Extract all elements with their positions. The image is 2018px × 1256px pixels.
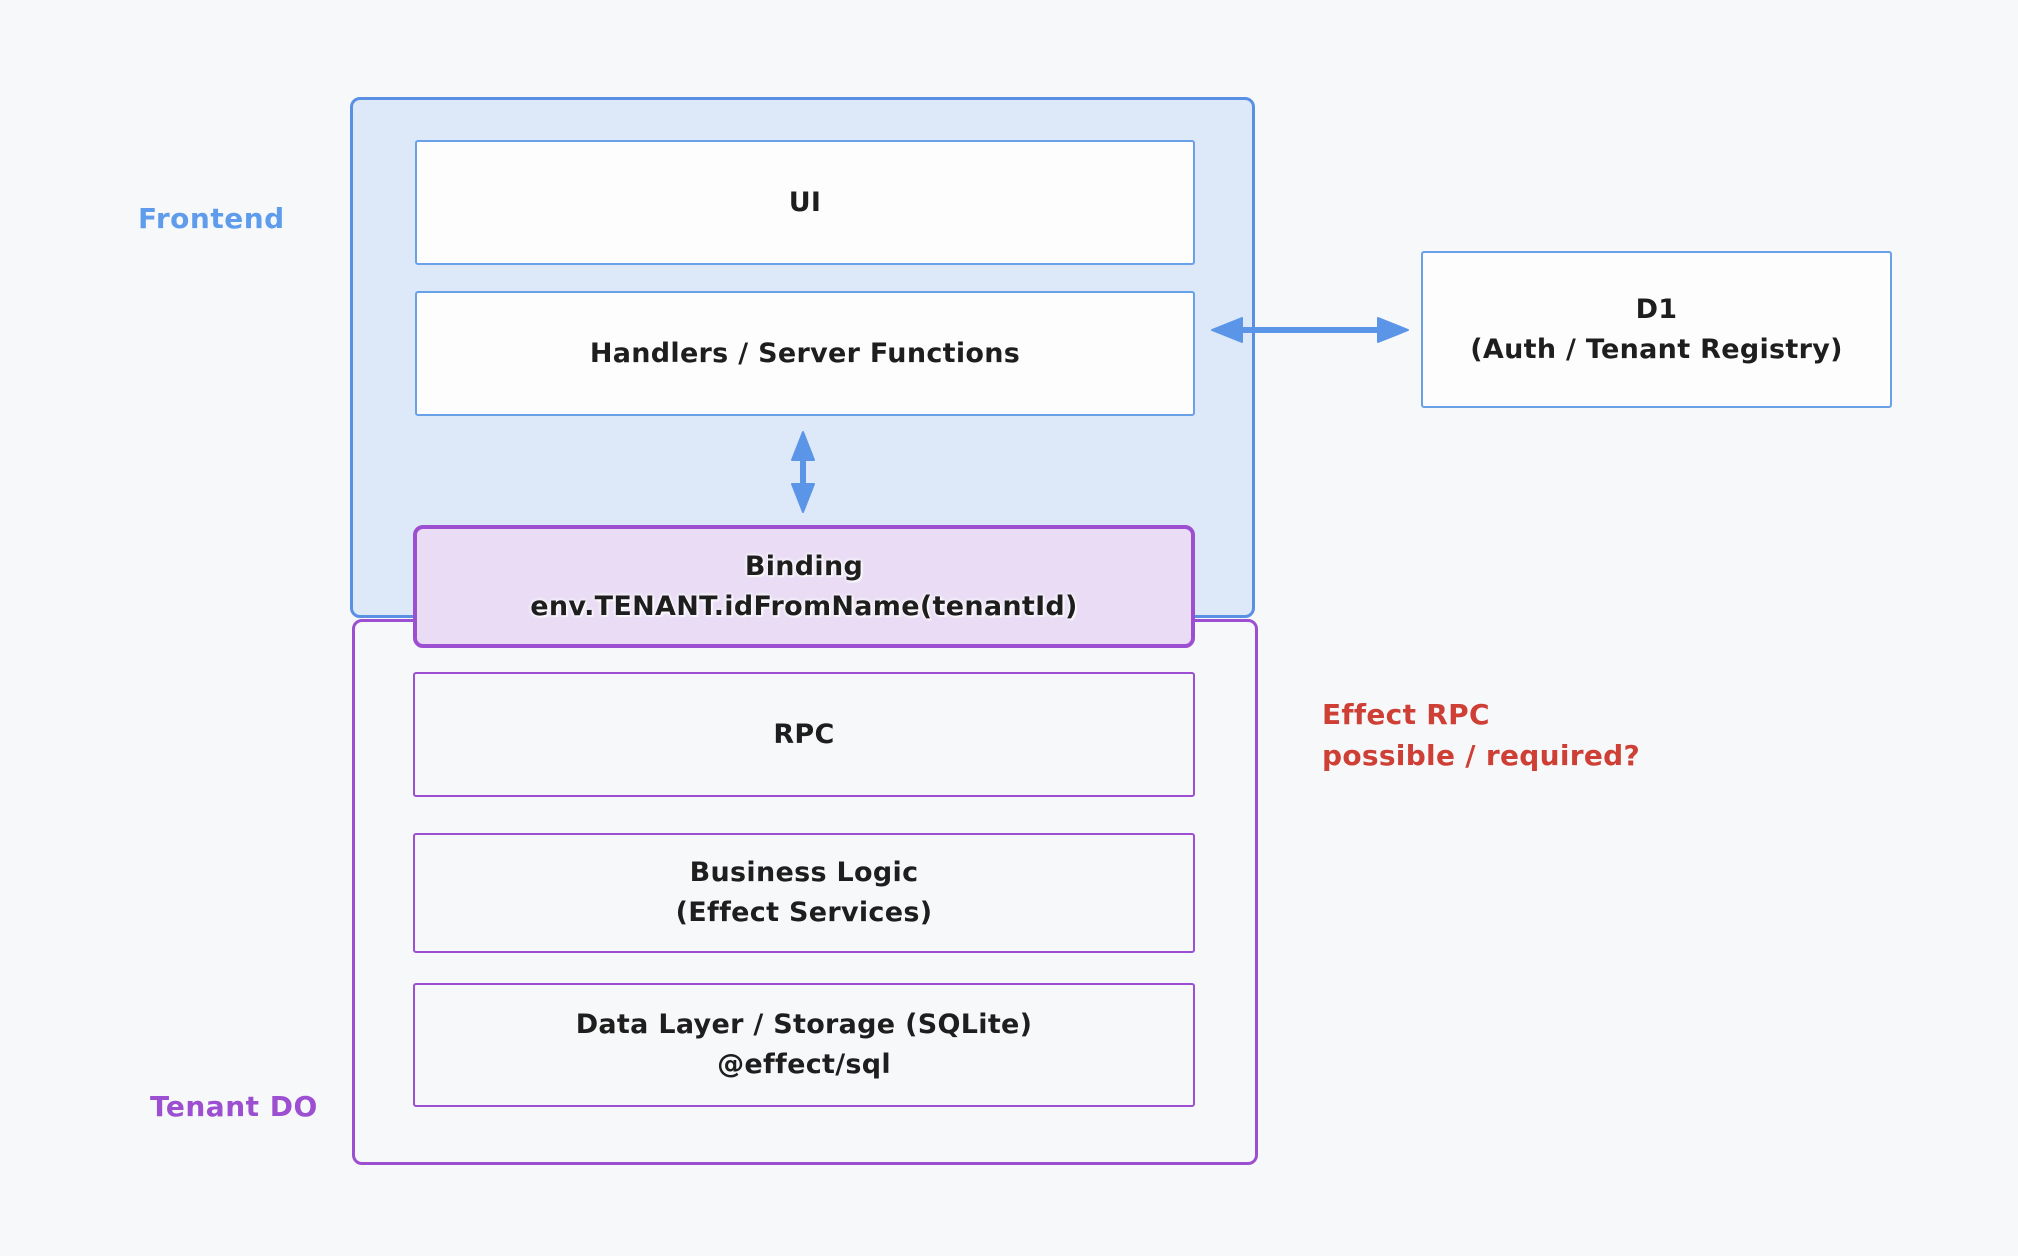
tenant-do-group-label: Tenant DO [150,1090,318,1123]
handlers-server-functions-node: Handlers / Server Functions [415,291,1195,416]
d1-auth-tenant-registry-node: D1 (Auth / Tenant Registry) [1421,251,1892,408]
ui-node-label: UI [788,186,822,218]
binding-node-label-line1: Binding [744,550,864,582]
data-layer-label-line2: @effect/sql [717,1049,891,1080]
effect-rpc-annotation: Effect RPC possible / required? [1322,694,1640,776]
business-logic-label-line1: Business Logic [689,857,919,888]
business-logic-label-line2: (Effect Services) [675,897,933,928]
frontend-group-label: Frontend [138,202,285,235]
business-logic-node: Business Logic (Effect Services) [413,833,1195,953]
d1-node-label-line1: D1 [1635,293,1678,325]
annotation-line2: possible / required? [1322,739,1641,772]
handlers-node-label: Handlers / Server Functions [589,337,1021,369]
rpc-node: RPC [413,672,1195,797]
d1-node-label-line2: (Auth / Tenant Registry) [1470,333,1843,365]
data-layer-storage-node: Data Layer / Storage (SQLite) @effect/sq… [413,983,1195,1107]
binding-node-label-line2: env.TENANT.idFromName(tenantId) [530,590,1078,622]
rpc-node-label: RPC [773,718,835,750]
ui-node: UI [415,140,1195,265]
data-layer-label-line1: Data Layer / Storage (SQLite) [575,1009,1033,1040]
annotation-line1: Effect RPC [1322,698,1490,731]
binding-node: Binding env.TENANT.idFromName(tenantId) [413,525,1195,648]
